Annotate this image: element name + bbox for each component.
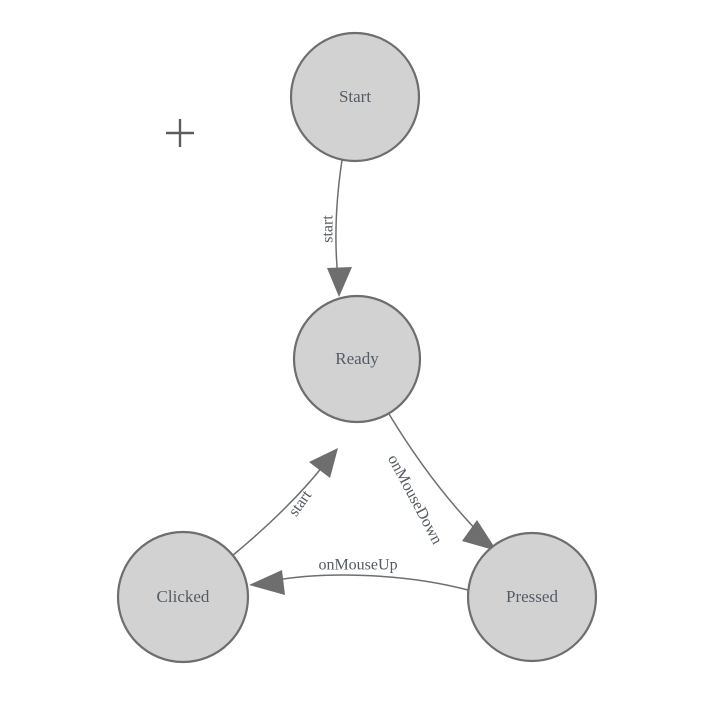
node-label-clicked: Clicked (157, 587, 210, 606)
arrowhead-into-pressed (462, 520, 497, 551)
arrowhead-into-ready-bottom (309, 448, 338, 478)
node-circle-ready[interactable] (292, 294, 422, 424)
node-ready[interactable]: Ready (292, 294, 422, 424)
edge-start-to-ready[interactable]: start (320, 159, 352, 297)
edge-path-start-to-ready (335, 159, 343, 279)
edge-label-onmousedown: onMouseDown (384, 452, 445, 547)
node-pressed[interactable]: Pressed (466, 531, 598, 663)
arrowhead-into-ready-top (327, 267, 352, 297)
plus-marker[interactable] (166, 119, 194, 147)
node-label-start: Start (339, 87, 371, 106)
edge-ready-to-pressed[interactable]: onMouseDown (384, 413, 497, 551)
node-circle-clicked[interactable] (116, 530, 250, 664)
arrowhead-into-clicked (249, 570, 285, 595)
node-start[interactable]: Start (289, 31, 421, 163)
edge-pressed-to-clicked[interactable]: onMouseUp (249, 557, 469, 595)
edge-label-onmouseup: onMouseUp (318, 557, 397, 574)
edge-path-pressed-to-clicked (271, 574, 469, 591)
node-label-ready: Ready (335, 349, 379, 368)
edge-label-start: start (320, 215, 337, 243)
edge-path-clicked-to-ready (231, 465, 324, 557)
node-circle-start[interactable] (289, 31, 421, 163)
edge-label-start-return: start (285, 487, 315, 520)
node-circle-pressed[interactable] (466, 531, 598, 663)
node-clicked[interactable]: Clicked (116, 530, 250, 664)
edge-clicked-to-ready[interactable]: start (231, 448, 338, 557)
node-label-pressed: Pressed (506, 587, 558, 606)
